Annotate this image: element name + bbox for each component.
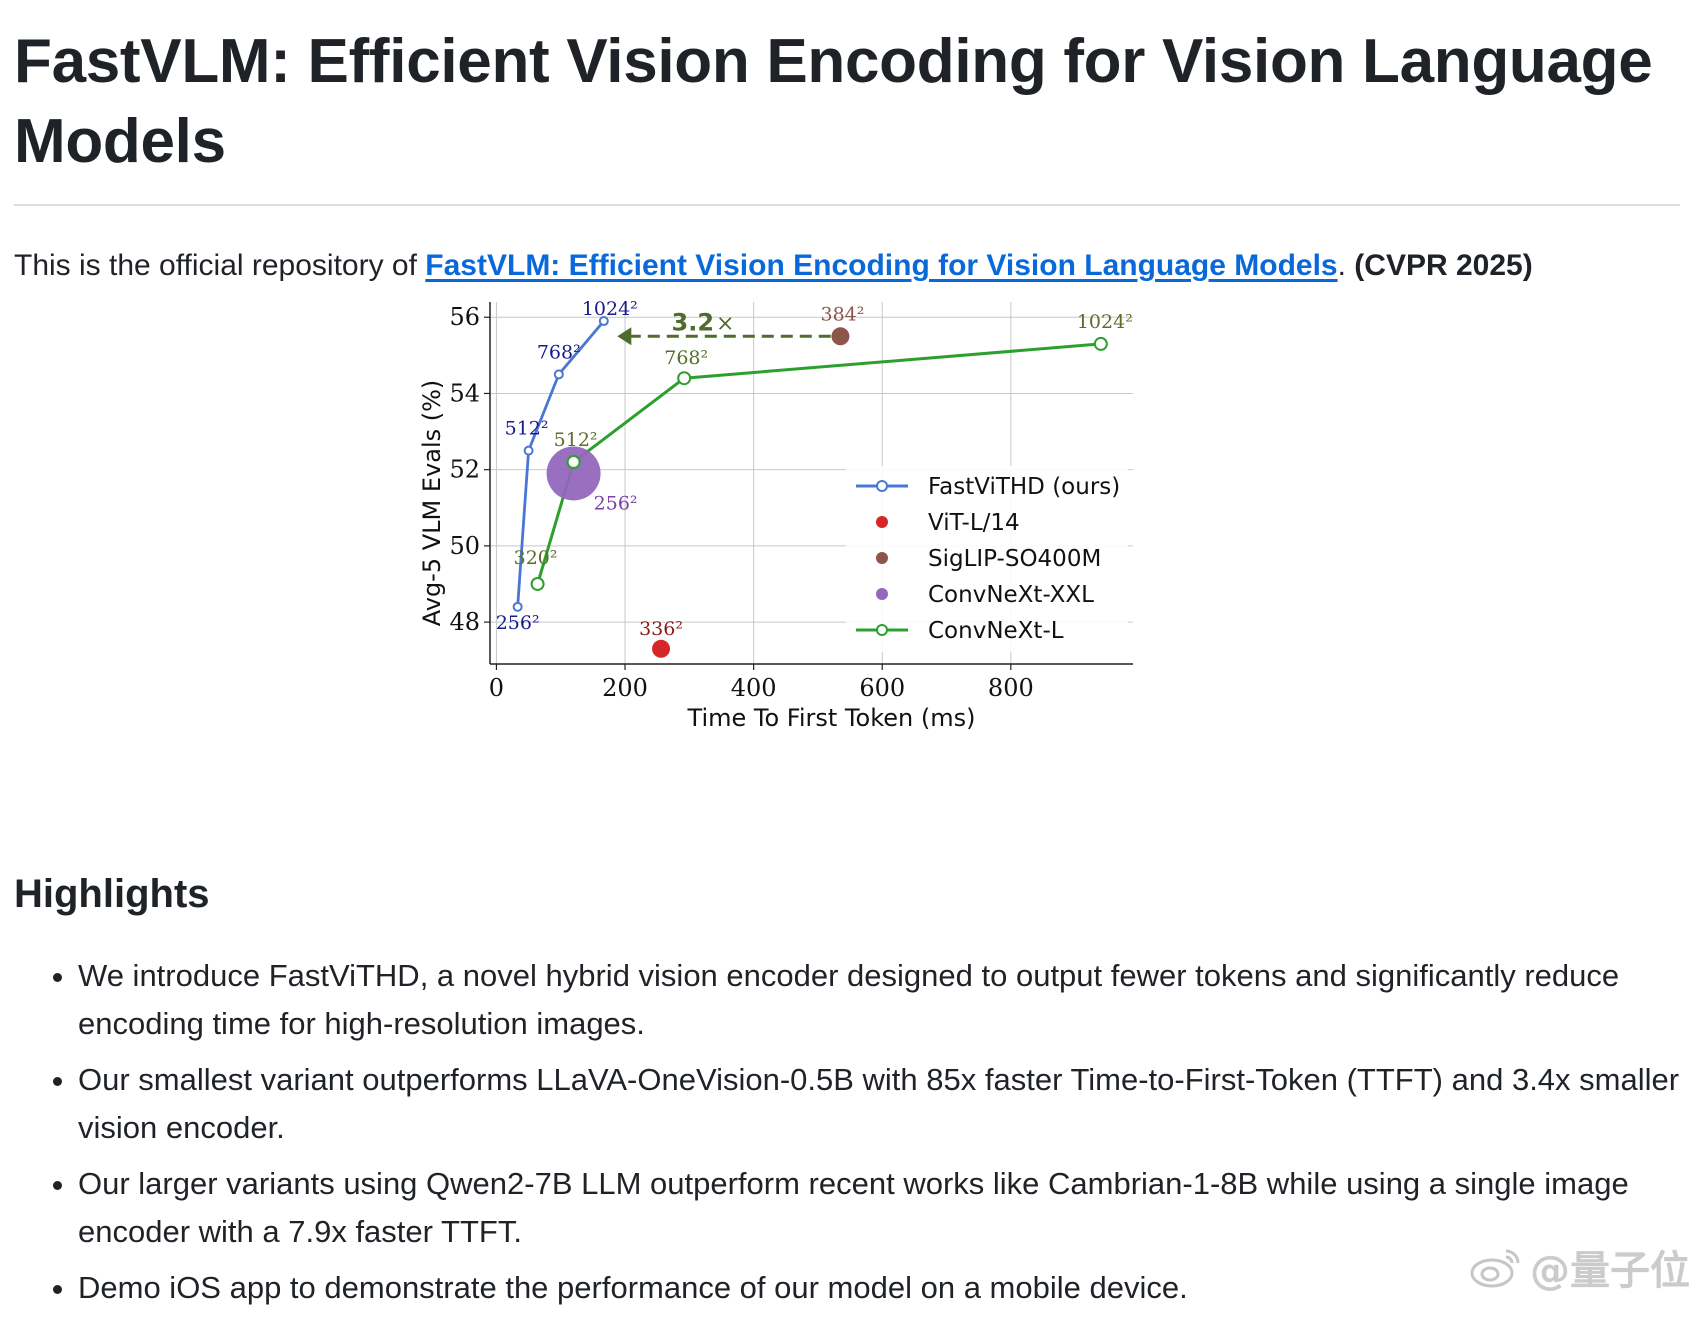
legend-marker bbox=[876, 624, 888, 636]
highlight-item: We introduce FastViTHD, a novel hybrid v… bbox=[78, 952, 1688, 1048]
data-point bbox=[1093, 336, 1108, 351]
data-point bbox=[523, 445, 534, 456]
legend-marker bbox=[876, 588, 888, 600]
data-label: 336² bbox=[639, 618, 683, 640]
paper-link[interactable]: FastVLM: Efficient Vision Encoding for V… bbox=[425, 249, 1338, 282]
data-point bbox=[677, 371, 692, 386]
highlight-item: Our larger variants using Qwen2-7B LLM o… bbox=[78, 1160, 1688, 1256]
legend-label: ConvNeXt-L bbox=[928, 618, 1064, 644]
data-point bbox=[512, 601, 523, 612]
data-point bbox=[553, 369, 564, 380]
speedup-label: 3.2 bbox=[672, 308, 715, 336]
data-point bbox=[566, 455, 581, 470]
data-label: 512² bbox=[554, 429, 598, 451]
data-point bbox=[546, 446, 601, 501]
x-tick-label: 400 bbox=[731, 674, 777, 702]
series-line bbox=[536, 342, 1101, 585]
venue-label: (CVPR 2025) bbox=[1354, 249, 1533, 282]
x-tick-label: 600 bbox=[859, 674, 905, 702]
legend-marker bbox=[876, 480, 888, 492]
legend-label: ConvNeXt-XXL bbox=[928, 582, 1094, 608]
intro-prefix: This is the official repository of bbox=[14, 249, 426, 282]
x-tick-label: 200 bbox=[602, 674, 648, 702]
page-title: FastVLM: Efficient Vision Encoding for V… bbox=[14, 27, 1653, 176]
watermark: @量子位 bbox=[1468, 1238, 1690, 1296]
y-tick-label: 52 bbox=[449, 456, 480, 484]
y-tick-label: 56 bbox=[449, 303, 480, 331]
highlights-list: We introduce FastViTHD, a novel hybrid v… bbox=[14, 952, 1688, 1320]
y-axis-label: Avg-5 VLM Evals (%) bbox=[418, 380, 446, 627]
title-divider bbox=[14, 204, 1680, 206]
highlight-item: Demo iOS app to demonstrate the performa… bbox=[78, 1264, 1688, 1312]
legend-marker bbox=[876, 516, 888, 528]
x-tick-label: 0 bbox=[489, 674, 504, 702]
readme-page: FastVLM: Efficient Vision Encoding for V… bbox=[14, 0, 1680, 1305]
legend-label: FastViTHD (ours) bbox=[928, 474, 1120, 500]
highlight-item: Our smallest variant outperforms LLaVA-O… bbox=[78, 1056, 1688, 1152]
data-label: 1024² bbox=[582, 298, 638, 320]
data-label: 512² bbox=[505, 418, 549, 440]
y-tick-label: 48 bbox=[449, 608, 480, 636]
data-label: 1024² bbox=[1077, 311, 1133, 333]
data-point bbox=[530, 576, 545, 591]
legend-label: SigLIP-SO400M bbox=[928, 546, 1101, 572]
data-point bbox=[598, 316, 609, 327]
data-point bbox=[652, 639, 671, 658]
legend-label: ViT-L/14 bbox=[928, 510, 1020, 536]
legend-box bbox=[846, 466, 1128, 652]
x-axis-label: Time To First Token (ms) bbox=[687, 704, 976, 732]
intro-paragraph: This is the official repository of FastV… bbox=[14, 246, 1680, 286]
data-label: 768² bbox=[537, 341, 581, 363]
legend-marker bbox=[876, 552, 888, 564]
data-point bbox=[831, 327, 850, 346]
data-label: 768² bbox=[664, 347, 708, 369]
y-tick-label: 54 bbox=[449, 379, 480, 407]
x-tick-label: 800 bbox=[988, 674, 1034, 702]
speedup-suffix: × bbox=[716, 311, 734, 336]
y-tick-label: 50 bbox=[449, 532, 480, 560]
series-line bbox=[516, 320, 605, 607]
highlights-heading: Highlights bbox=[14, 872, 210, 916]
data-label: 256² bbox=[496, 612, 540, 634]
data-label: 320² bbox=[514, 547, 558, 569]
data-label: 384² bbox=[820, 303, 864, 325]
watermark-text: @量子位 bbox=[1530, 1248, 1690, 1294]
data-label: 256² bbox=[594, 492, 638, 514]
weibo-icon bbox=[1470, 1249, 1520, 1288]
speedup-arrow-head bbox=[617, 327, 632, 346]
intro-period: . bbox=[1337, 249, 1346, 282]
